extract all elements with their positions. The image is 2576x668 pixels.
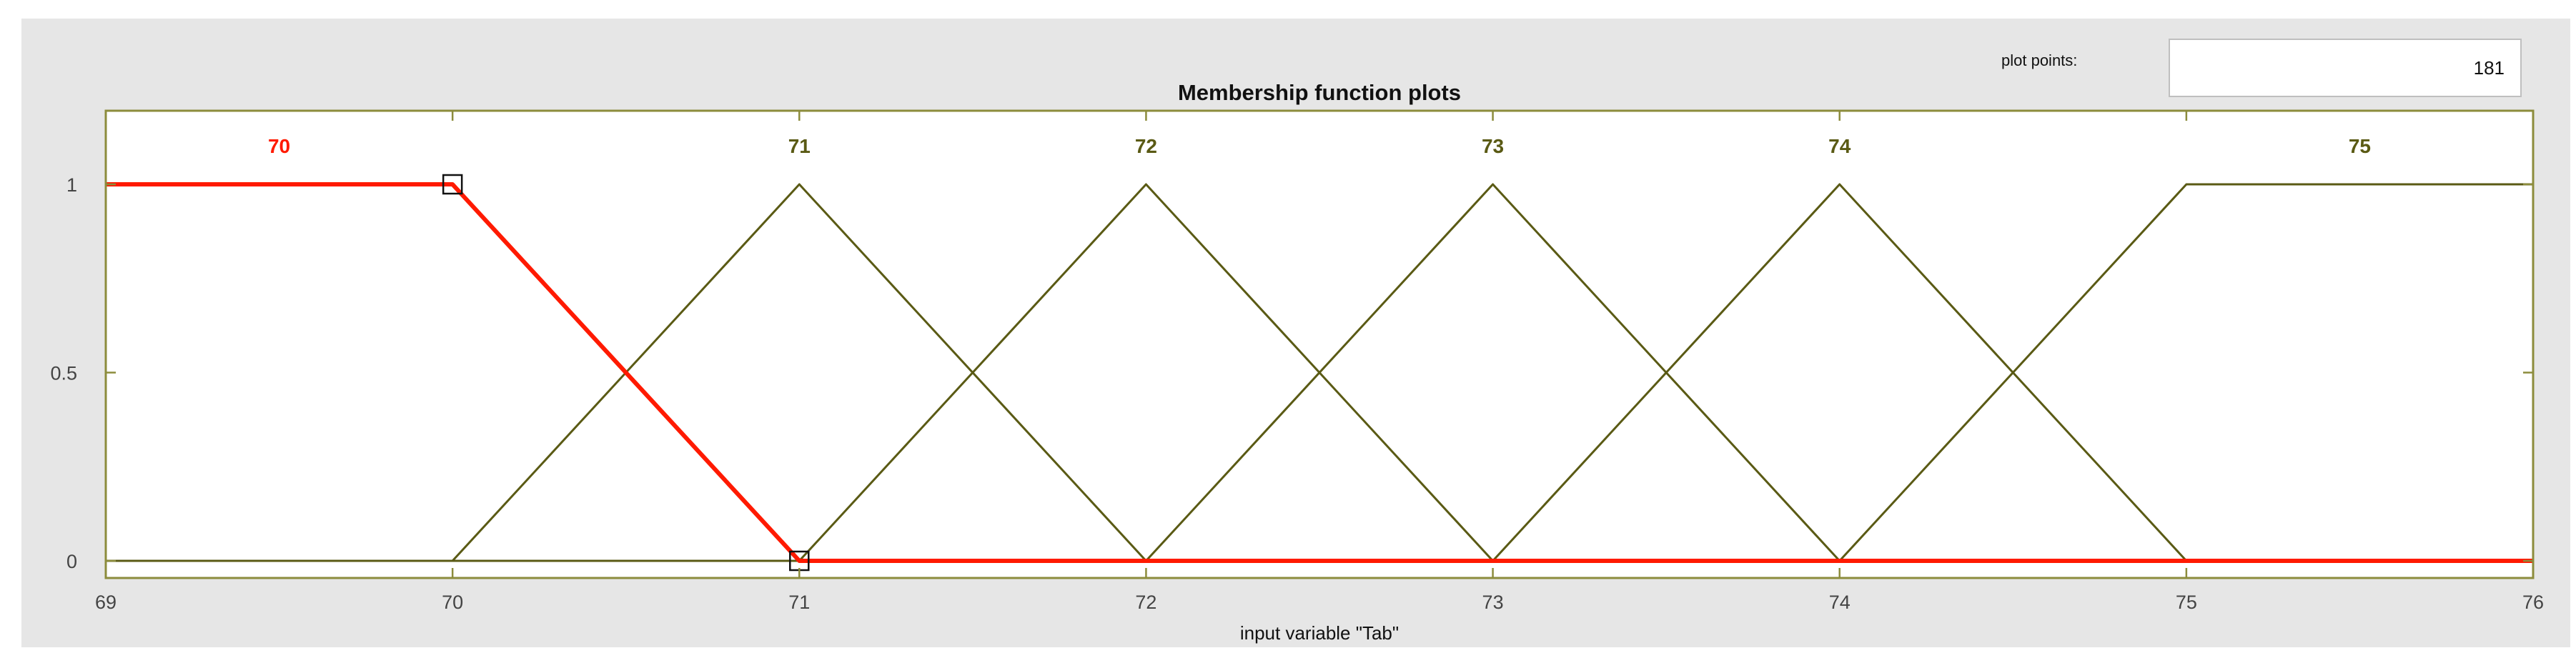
mf-label-74[interactable]: 74 xyxy=(1828,135,1851,157)
y-tick-label-0.5: 0.5 xyxy=(50,363,77,384)
plot-points-label: plot points: xyxy=(2001,51,2078,69)
ticks-group: 69 70 71 72 73 74 75 76 0 0.5 1 xyxy=(50,111,2544,613)
x-tick-label-74: 74 xyxy=(1829,592,1851,613)
mf-label-73[interactable]: 73 xyxy=(1482,135,1504,157)
mf-label-71[interactable]: 71 xyxy=(788,135,811,157)
x-axis-label: input variable "Tab" xyxy=(1240,622,1399,644)
y-tick-label-0: 0 xyxy=(66,551,77,572)
x-tick-label-76: 76 xyxy=(2522,592,2544,613)
vertex-marker-1[interactable] xyxy=(442,174,463,195)
x-tick-label-73: 73 xyxy=(1482,592,1504,613)
mf-label-70[interactable]: 70 xyxy=(268,135,290,157)
x-tick-label-70: 70 xyxy=(442,592,463,613)
y-tick-label-1: 1 xyxy=(66,174,77,196)
x-tick-label-69: 69 xyxy=(95,592,117,613)
plot-points-input[interactable]: 181 xyxy=(2169,39,2522,97)
x-tick-label-71: 71 xyxy=(788,592,810,613)
mf-curve-70[interactable] xyxy=(106,182,2533,563)
x-tick-label-75: 75 xyxy=(2176,592,2197,613)
curves-group xyxy=(106,174,2533,572)
x-tick-label-72: 72 xyxy=(1135,592,1156,613)
chart-title: Membership function plots xyxy=(1178,80,1461,105)
mf-label-72[interactable]: 72 xyxy=(1135,135,1157,157)
axes-border xyxy=(104,109,2535,579)
mf-labels-group: 70 71 72 73 74 75 xyxy=(268,135,2371,157)
axes-box[interactable] xyxy=(106,111,2533,578)
mf-label-75[interactable]: 75 xyxy=(2349,135,2371,157)
